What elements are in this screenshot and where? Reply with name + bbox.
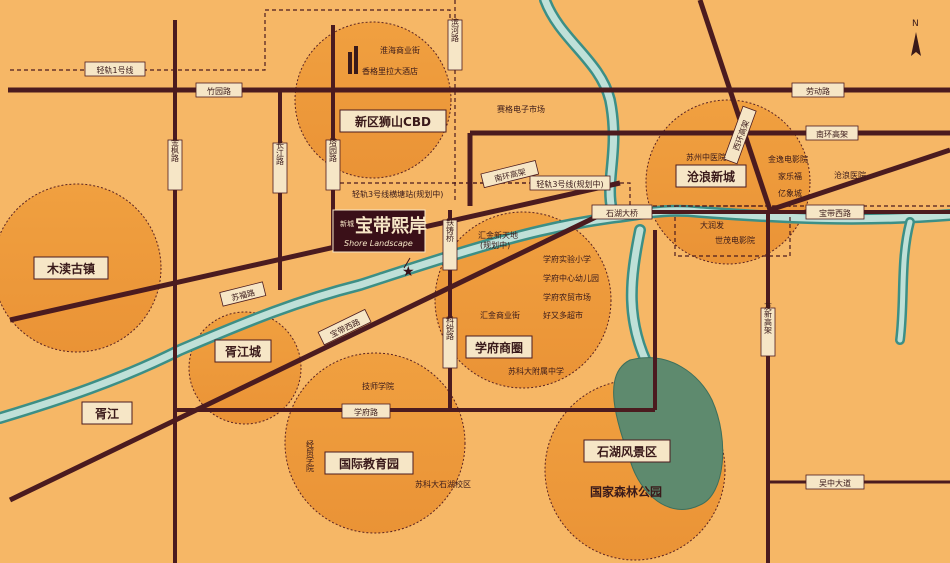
road-label-nanhuan-east: 南环高架 xyxy=(805,125,859,141)
svg-text:学府商圈: 学府商圈 xyxy=(475,340,523,355)
road-label-tiejun-bridge: 铁铸桥 xyxy=(442,217,458,271)
poi-canglang-hospital: 沧浪医院 xyxy=(834,170,866,180)
district-labels: 新区狮山CBD 沧浪新城 木渎古镇 学府商圈 胥江城 胥江 国际教育园 石湖风 xyxy=(33,109,747,475)
svg-text:轻轨1号线: 轻轨1号线 xyxy=(96,65,133,75)
poi-jinyi-cinema: 金逸电影院 xyxy=(768,154,808,164)
road-label-light-rail-3: 轻轨3号线(规划中) xyxy=(529,175,611,191)
svg-text:木渎古镇: 木渎古镇 xyxy=(46,261,95,276)
svg-text:铁铸桥: 铁铸桥 xyxy=(446,217,455,243)
svg-text:滨河路: 滨河路 xyxy=(451,17,460,42)
svg-text:竹园路: 竹园路 xyxy=(207,86,231,96)
road-label-nanhuan-viaduct: 南环高架 xyxy=(480,159,540,189)
road-label-xuefu: 学府路 xyxy=(341,403,391,419)
poi-suke-shihu: 苏科大石湖校区 xyxy=(415,479,471,489)
poi-planned: (规划中) xyxy=(480,240,510,250)
rivers xyxy=(0,0,950,424)
poi-runfa: 大润发 xyxy=(700,220,724,230)
label-mudu: 木渎古镇 xyxy=(33,256,109,280)
road-label-laodong: 劳动路 xyxy=(791,82,845,98)
road-label-youxin-viaduct: 友新高架 xyxy=(760,301,776,357)
label-canglang: 沧浪新城 xyxy=(675,164,747,188)
road-label-zhuyuan: 竹园路 xyxy=(195,82,243,98)
poi-shimao-cinema: 世茂电影院 xyxy=(715,235,755,245)
poi-huijin-commercial: 汇金商业街 xyxy=(480,310,520,320)
poi-xuefu-kindergarten: 学府中心幼儿园 xyxy=(543,273,599,283)
svg-text:新区狮山CBD: 新区狮山CBD xyxy=(355,114,431,129)
svg-text:金枫路: 金枫路 xyxy=(171,137,180,162)
label-shihu: 石湖风景区 xyxy=(583,439,671,463)
road-label-binhe: 滨河路 xyxy=(447,17,463,71)
svg-text:石湖风景区: 石湖风景区 xyxy=(596,444,657,459)
road-label-light-rail-1: 轻轨1号线 xyxy=(84,61,146,77)
poi-forest-park: 国家森林公园 xyxy=(590,484,662,499)
svg-text:学府路: 学府路 xyxy=(354,407,378,417)
poi-normal-college: 技师学院 xyxy=(362,381,394,391)
svg-text:科锐路: 科锐路 xyxy=(446,315,455,340)
poi-yixiang: 亿象城 xyxy=(778,188,802,198)
road-label-shihu-bridge: 石湖大桥 xyxy=(591,204,653,220)
road-label-wuzhong: 吴中大道 xyxy=(805,474,865,490)
svg-text:友新高架: 友新高架 xyxy=(764,301,773,335)
label-xujiang: 胥江 xyxy=(81,401,133,425)
poi-shangrila: 香格里拉大酒店 xyxy=(362,66,418,76)
label-shishan-cbd: 新区狮山CBD xyxy=(339,109,447,133)
road-labels: 轻轨1号线 竹园路 劳动路 南环高架 宝带西路 吴中大道 石湖大桥 轻轨3号线 xyxy=(84,17,865,490)
label-xujiang-city: 胥江城 xyxy=(214,339,272,363)
circle-education xyxy=(284,352,466,534)
poi-suke-middle: 苏科大附属中学 xyxy=(508,366,564,376)
svg-text:胥江城: 胥江城 xyxy=(225,344,261,359)
svg-text:劳动路: 劳动路 xyxy=(806,86,830,96)
road-label-keshui: 科锐路 xyxy=(442,315,458,369)
poi-xuefu-market: 学府农贸市场 xyxy=(543,292,591,302)
road-label-taying: 塔园路 xyxy=(325,137,341,191)
poi-saige: 赛格电子市场 xyxy=(497,104,545,114)
road-label-suxiu: 苏福路 xyxy=(219,281,267,307)
svg-text:石湖大桥: 石湖大桥 xyxy=(606,208,638,218)
svg-text:N: N xyxy=(912,19,919,29)
north-arrow-icon: N xyxy=(911,19,921,56)
poi-trade-college: 经贸学院 xyxy=(306,439,315,473)
poi-towers-icon xyxy=(348,46,358,74)
circle-shishan-cbd xyxy=(294,21,452,179)
poi-huaihai: 淮海商业街 xyxy=(380,45,420,55)
svg-text:南环高架: 南环高架 xyxy=(816,129,848,139)
poi-station: 轻轨3号线横塘站(规划中) xyxy=(352,189,443,199)
road-label-baodai-west: 宝带西路 xyxy=(805,204,865,220)
svg-text:宝带西路: 宝带西路 xyxy=(819,208,851,218)
poi-carrefour: 家乐福 xyxy=(778,171,802,181)
svg-text:国际教育园: 国际教育园 xyxy=(339,456,399,471)
label-education: 国际教育园 xyxy=(324,451,414,475)
svg-text:宝带熙岸: 宝带熙岸 xyxy=(355,215,427,237)
road-label-changjiang: 长江路 xyxy=(272,140,288,194)
project-location-star-icon: ★ xyxy=(402,264,415,280)
poi-labels: 淮海商业街 香格里拉大酒店 赛格电子市场 轻轨3号线横塘站(规划中) 苏州中医院… xyxy=(306,45,867,499)
road-label-jinfeng: 金枫路 xyxy=(167,137,183,191)
svg-text:新城: 新城 xyxy=(340,219,354,228)
project-logo: 新城 宝带熙岸 Shore Landscape ★ xyxy=(332,209,427,280)
poi-haoyouduo: 好又多超市 xyxy=(543,310,583,320)
poi-xuefu-primary: 学府实验小学 xyxy=(543,254,591,264)
svg-text:沧浪新城: 沧浪新城 xyxy=(687,169,735,184)
svg-text:Shore Landscape: Shore Landscape xyxy=(344,239,413,248)
svg-text:塔园路: 塔园路 xyxy=(329,137,338,162)
poi-huijin-xintiandi: 汇金新天地 xyxy=(478,230,518,240)
svg-text:长江路: 长江路 xyxy=(276,140,285,165)
shihu-lake xyxy=(613,357,724,510)
svg-text:轻轨3号线(规划中): 轻轨3号线(规划中) xyxy=(536,179,603,189)
svg-text:吴中大道: 吴中大道 xyxy=(819,478,851,488)
poi-suzhou-tcm: 苏州中医院 xyxy=(686,152,726,162)
svg-text:胥江: 胥江 xyxy=(95,406,119,421)
label-xuefu: 学府商圈 xyxy=(465,335,533,359)
